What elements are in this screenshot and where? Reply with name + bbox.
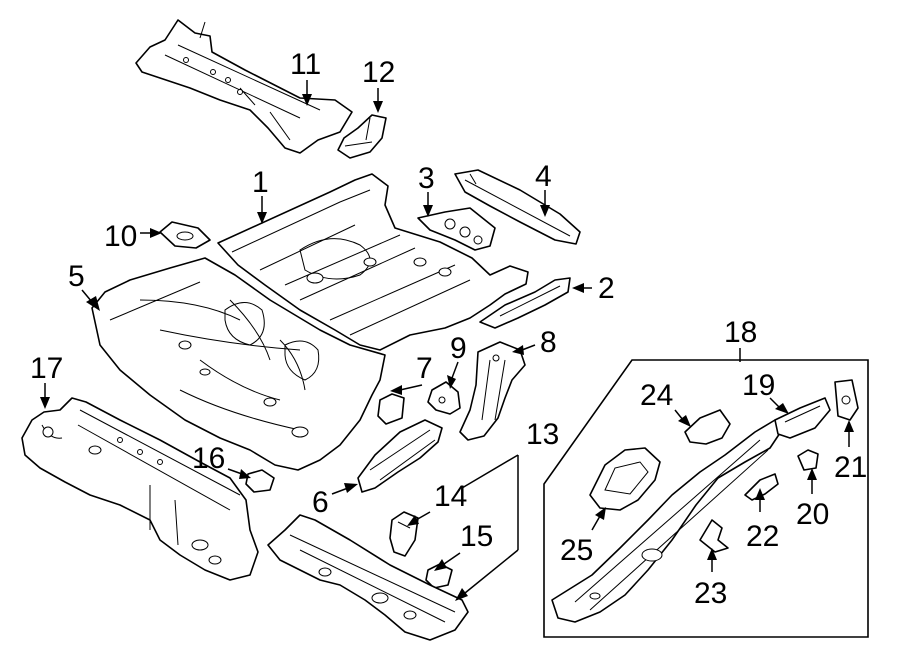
label-23: 23 — [694, 577, 727, 610]
label-15: 15 — [460, 520, 493, 553]
part-3-bracket-plate — [417, 207, 496, 251]
label-18: 18 — [724, 316, 757, 349]
label-6: 6 — [312, 486, 329, 519]
label-14: 14 — [434, 480, 467, 513]
label-10: 10 — [104, 220, 137, 253]
part-11-crossmember — [135, 19, 353, 154]
part-22-bracket — [744, 473, 779, 501]
part-10-plate — [159, 221, 211, 249]
part-13-lower-panel — [267, 514, 469, 641]
label-16: 16 — [192, 442, 225, 475]
label-20: 20 — [796, 498, 829, 531]
callout-labels: 1 2 3 4 5 6 7 8 9 10 11 12 13 14 15 16 1… — [30, 48, 867, 610]
label-2: 2 — [598, 272, 615, 305]
part-1-floor-pan — [217, 173, 529, 351]
label-13: 13 — [526, 418, 559, 451]
part-4-rail — [454, 169, 581, 245]
part-7-bracket — [377, 393, 405, 425]
label-9: 9 — [450, 332, 467, 365]
part-20-clip — [797, 449, 819, 471]
label-22: 22 — [746, 520, 779, 553]
part-6-rail — [357, 419, 443, 493]
part-5-front-floor — [91, 257, 386, 471]
part-9-mount — [427, 381, 461, 415]
part-25-tub — [589, 447, 661, 511]
label-24: 24 — [640, 379, 673, 412]
label-12: 12 — [362, 56, 395, 89]
label-8: 8 — [540, 326, 557, 359]
label-4: 4 — [535, 160, 552, 193]
label-5: 5 — [68, 260, 85, 293]
part-8-reinforcement — [459, 341, 526, 441]
label-17: 17 — [30, 352, 63, 385]
label-25: 25 — [560, 534, 593, 567]
leader-lines — [40, 80, 854, 601]
part-24-bracket — [684, 409, 731, 445]
part-12-bracket — [337, 114, 387, 159]
label-3: 3 — [418, 162, 435, 195]
part-23-bracket — [699, 519, 729, 553]
part-18-side-member — [551, 419, 783, 623]
part-16-pad — [245, 469, 275, 493]
label-11: 11 — [290, 48, 321, 81]
label-19: 19 — [742, 369, 775, 402]
label-1: 1 — [252, 166, 269, 199]
part-17-rear-panel — [21, 397, 259, 581]
part-21-plate — [834, 379, 859, 421]
part-2-side-rail — [479, 277, 571, 329]
part-19-bracket — [774, 397, 831, 439]
label-21: 21 — [834, 451, 867, 484]
label-7: 7 — [416, 352, 433, 385]
inset-frame-18 — [543, 359, 869, 638]
